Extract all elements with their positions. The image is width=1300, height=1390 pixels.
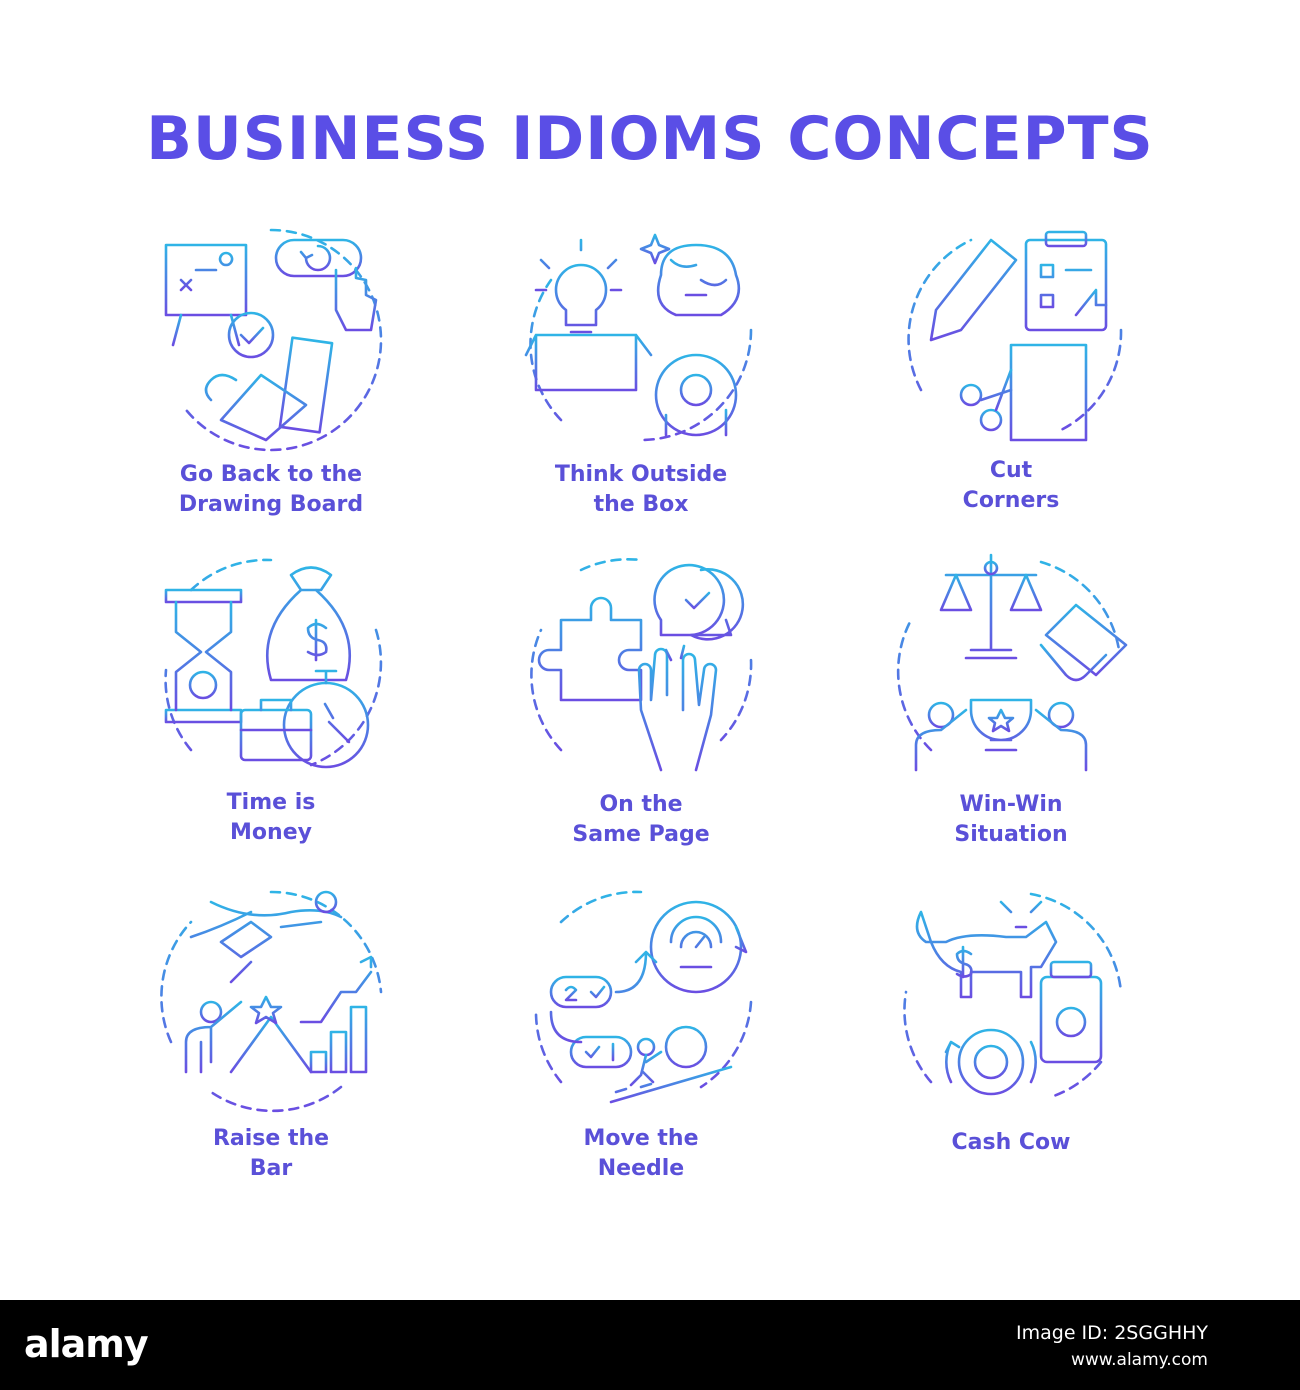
brand-logo: alamy — [24, 1322, 149, 1366]
superhero-growth-icon — [160, 890, 383, 1113]
lightbulb-box-icon — [524, 233, 753, 442]
gauge-gear-push-icon — [534, 890, 753, 1104]
hourglass-money-bag-icon — [164, 558, 383, 769]
drawing-board-icon — [159, 228, 383, 452]
cow-jar-dollar-icon — [903, 892, 1123, 1099]
site-url-text: www.alamy.com — [1070, 1350, 1208, 1370]
image-id-text: Image ID: 2SGGHHY — [1016, 1322, 1208, 1344]
tile-cash-cow: Cash Cow — [861, 882, 1161, 1202]
tile-label: Cash Cow — [951, 1130, 1071, 1155]
pencil-clipboard-scissors-icon — [907, 230, 1123, 442]
puzzle-high-five-icon — [530, 558, 753, 772]
footer-bar: alamy Image ID: 2SGGHHY www.alamy.com — [0, 1300, 1300, 1390]
scales-handshake-icon — [896, 553, 1128, 772]
page-title: BUSINESS IDIOMS CONCEPTS — [146, 104, 1154, 174]
